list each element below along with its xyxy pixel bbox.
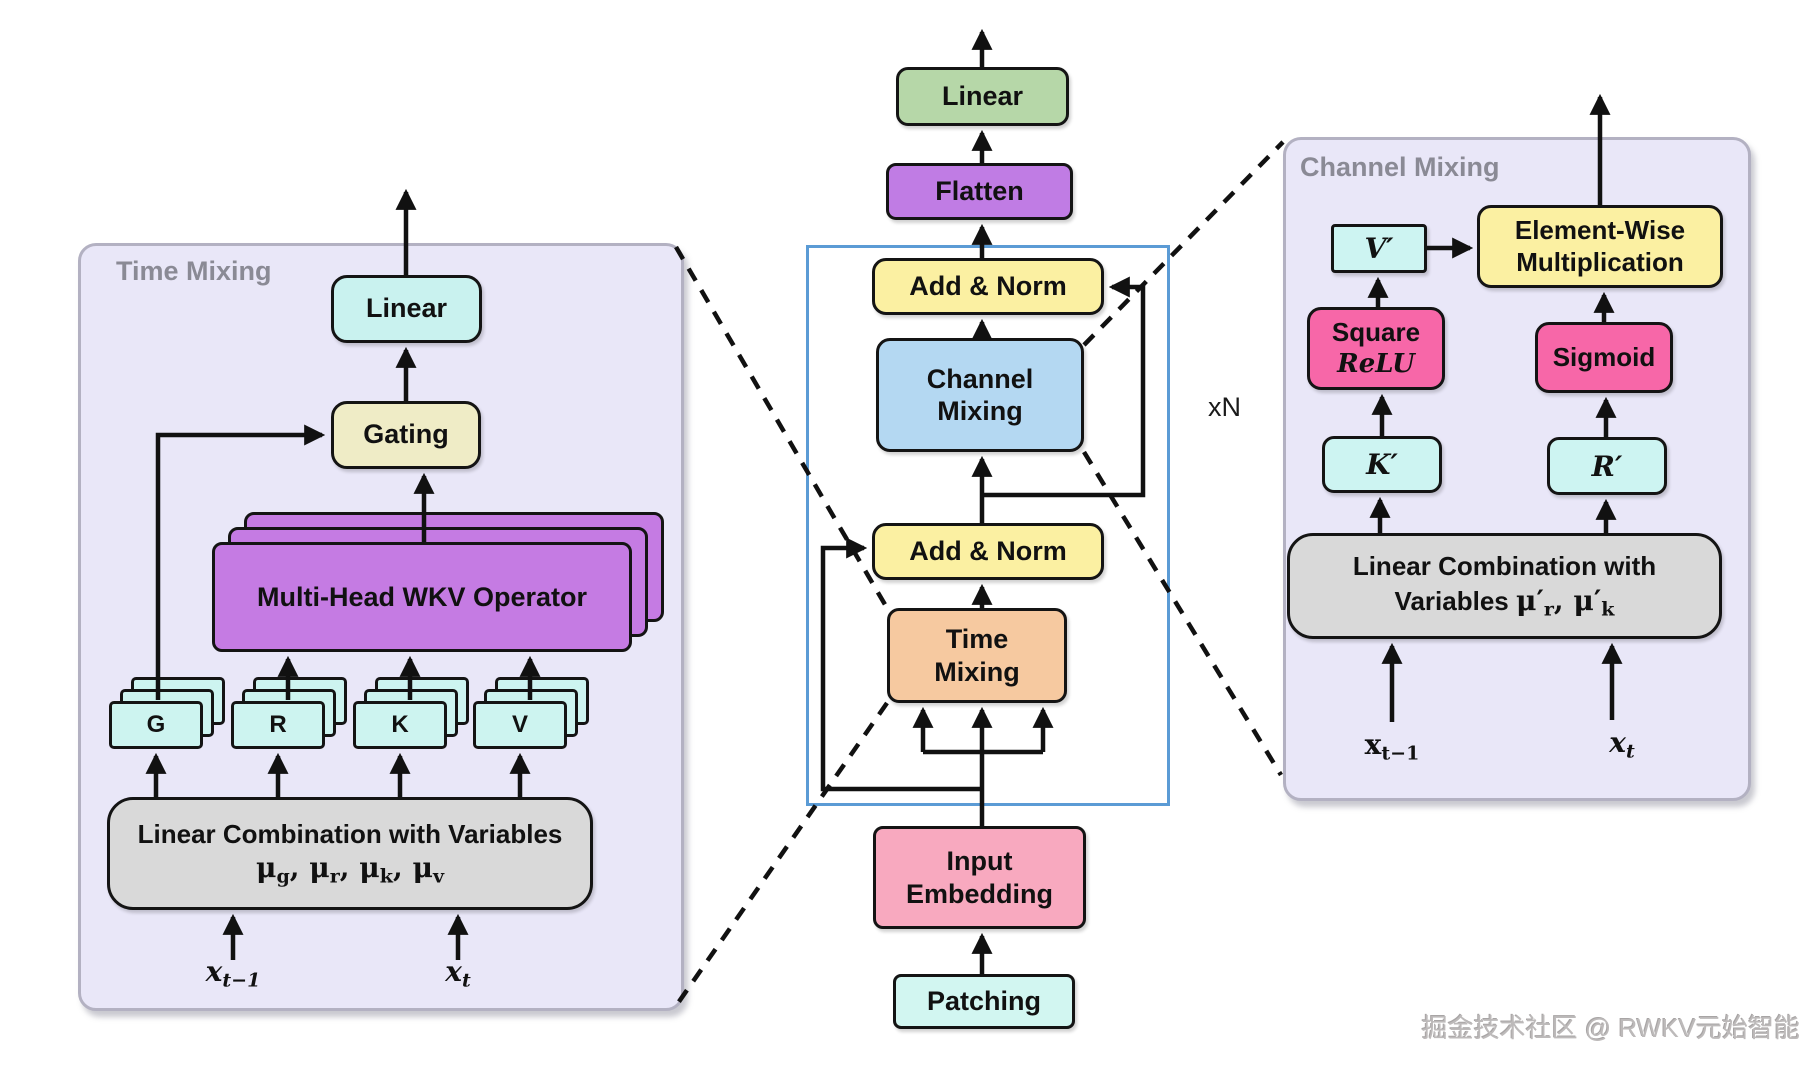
time-mixing-block: Time Mixing (887, 608, 1067, 703)
flatten-label: Flatten (935, 175, 1024, 206)
r-prime-box: R′ (1547, 437, 1667, 495)
tm-linear-combination-box: Linear Combination with Variables μg, μr… (107, 797, 593, 910)
cm-lincomb-mu-list: μ′r, μ′k (1515, 583, 1615, 621)
tm-lincomb-mu-list: μg, μr, μk, μv (255, 851, 445, 888)
k-label: K (391, 711, 409, 738)
r-stack-front: R (231, 701, 325, 749)
r-stack: R (231, 677, 347, 749)
v-stack-front: V (473, 701, 567, 749)
k-prime-box: K′ (1322, 436, 1442, 493)
element-wise-line2: Multiplication (1516, 246, 1684, 277)
channel-mixing-block: Channel Mixing (876, 338, 1084, 452)
g-stack: G (109, 677, 225, 749)
k-prime-label: K′ (1366, 448, 1398, 481)
cm-x-prev-label: xt−1 (1364, 728, 1420, 765)
add-norm-bottom-box: Add & Norm (872, 523, 1104, 580)
element-wise-line1: Element-Wise (1514, 215, 1686, 246)
k-stack: K (353, 677, 469, 749)
square-relu-line2: ReLU (1337, 348, 1415, 379)
flatten-box: Flatten (886, 163, 1073, 220)
time-mixing-block-line1: Time (945, 624, 1009, 655)
time-mixing-block-line2: Mixing (934, 656, 1020, 687)
channel-mixing-block-line1: Channel (926, 363, 1034, 394)
channel-mixing-panel-title: Channel Mixing (1300, 152, 1500, 182)
r-label: R (269, 711, 287, 738)
tm-gating-label: Gating (363, 419, 449, 450)
input-embedding-line1: Input (946, 846, 1013, 877)
v-prime-label: V′ (1364, 232, 1394, 265)
wkv-operator-label: Multi-Head WKV Operator (256, 581, 587, 612)
add-norm-top-label: Add & Norm (909, 270, 1067, 301)
tm-gating-box: Gating (331, 401, 481, 469)
wkv-stack-layer-front: Multi-Head WKV Operator (212, 542, 632, 652)
sigmoid-box: Sigmoid (1535, 322, 1673, 393)
cm-lincomb-line2: Variables μ′r, μ′k (1395, 583, 1615, 623)
add-norm-top-box: Add & Norm (872, 258, 1104, 315)
tm-linear-label: Linear (365, 293, 448, 324)
g-label: G (146, 711, 166, 738)
cm-lincomb-line1: Linear Combination with (1352, 551, 1657, 581)
v-stack: V (473, 677, 589, 749)
g-stack-front: G (109, 701, 203, 749)
cm-linear-combination-box: Linear Combination with Variables μ′r, μ… (1287, 533, 1722, 639)
repeat-count-label: xN (1208, 392, 1241, 422)
tm-x-t-label: xt (445, 955, 471, 992)
output-linear-box: Linear (896, 67, 1069, 126)
time-mixing-panel-title: Time Mixing (116, 256, 272, 286)
output-linear-label: Linear (941, 80, 1024, 111)
square-relu-box: Square ReLU (1307, 307, 1445, 390)
tm-lincomb-line1: Linear Combination with Variables (137, 818, 563, 849)
k-stack-front: K (353, 701, 447, 749)
tm-x-prev-label: xt−1 (205, 955, 261, 992)
input-embedding-box: Input Embedding (873, 826, 1086, 929)
square-relu-line1: Square (1331, 317, 1421, 348)
sigmoid-label: Sigmoid (1552, 342, 1656, 373)
wkv-operator-stack: Multi-Head WKV Operator (212, 512, 664, 652)
cm-x-t-label: xt (1609, 726, 1635, 763)
add-norm-bottom-label: Add & Norm (909, 535, 1067, 566)
channel-mixing-block-line2: Mixing (937, 396, 1023, 426)
cm-lincomb-line2-prefix: Variables (1394, 585, 1516, 616)
r-prime-label: R′ (1591, 449, 1623, 483)
watermark-text: 掘金技术社区 @ RWKV元始智能 (1421, 1013, 1800, 1043)
tm-linear-box: Linear (331, 275, 482, 343)
element-wise-multiplication-box: Element-Wise Multiplication (1477, 205, 1723, 288)
input-embedding-line2: Embedding (906, 878, 1053, 909)
patching-label: Patching (926, 985, 1041, 1016)
patching-box: Patching (893, 974, 1075, 1029)
v-label: V (511, 711, 528, 738)
v-prime-box: V′ (1331, 224, 1427, 273)
